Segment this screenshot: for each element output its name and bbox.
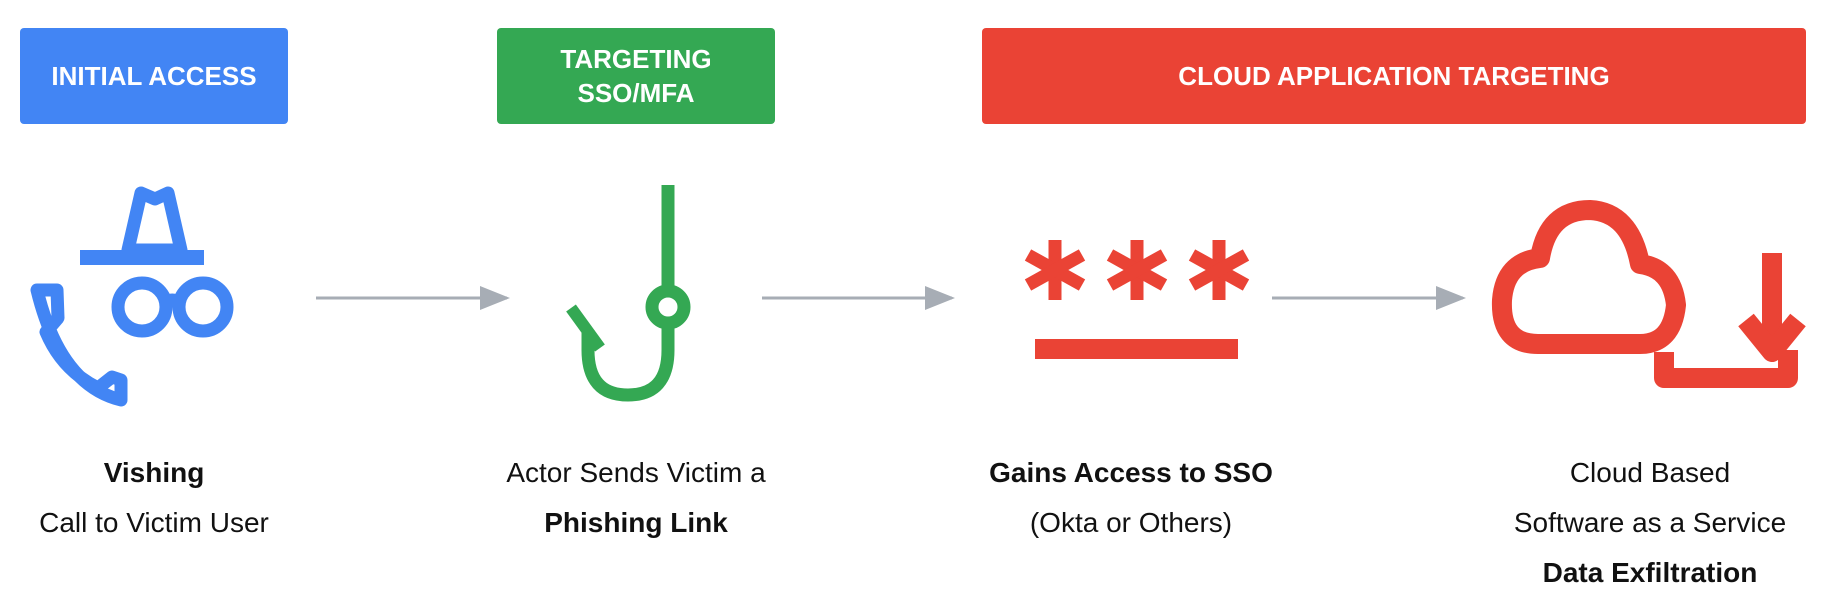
step-vishing-caption: Vishing Call to Victim User: [0, 448, 364, 548]
phase-initial-access: INITIAL ACCESS: [20, 28, 288, 124]
step-sso-caption: Gains Access to SSO (Okta or Others): [921, 448, 1341, 548]
step-title: Data Exfiltration: [1542, 557, 1758, 588]
step-desc: Call to Victim User: [39, 507, 269, 538]
step-title: Phishing Link: [544, 507, 728, 538]
phase-cloud-application-targeting: CLOUD APPLICATION TARGETING: [982, 28, 1806, 124]
fishing-hook-icon: [566, 185, 691, 402]
step-desc-2: Software as a Service: [1513, 507, 1787, 538]
step-exfiltration-caption: Cloud Based Software as a Service Data E…: [1440, 448, 1826, 598]
password-asterisks-icon: [1024, 240, 1250, 359]
step-phishing-caption: Actor Sends Victim a Phishing Link: [426, 448, 846, 548]
cloud-download-icon: [1491, 200, 1806, 388]
step-desc-1: Cloud Based: [1569, 457, 1731, 488]
step-desc: Actor Sends Victim a: [506, 457, 766, 488]
incognito-phone-icon: [30, 186, 234, 407]
step-title: Gains Access to SSO: [989, 457, 1273, 488]
step-desc: (Okta or Others): [1029, 507, 1233, 538]
phase-targeting-sso-mfa: TARGETING SSO/MFA: [497, 28, 775, 124]
step-title: Vishing: [103, 457, 205, 488]
